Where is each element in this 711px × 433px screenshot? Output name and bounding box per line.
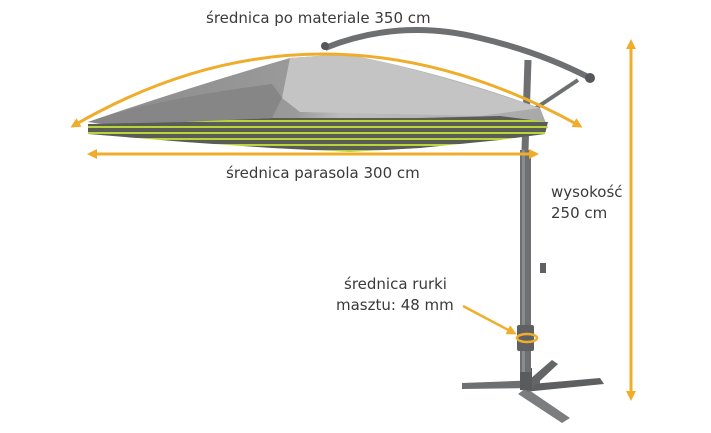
- canopy-material-diameter-label: średnica po materiale 350 cm: [206, 9, 431, 27]
- pole-diameter-pointer: [462, 304, 539, 344]
- mast-pole: [517, 150, 546, 372]
- canopy: [88, 54, 548, 152]
- pole-diameter-label-line2: masztu: 48 mm: [336, 296, 454, 314]
- cross-base: [462, 360, 604, 423]
- height-label-line2: 250 cm: [551, 204, 608, 222]
- height-label-line1: wysokość: [551, 183, 623, 201]
- pole-diameter-label-line1: średnica rurki: [344, 275, 447, 293]
- parasol-diameter-label: średnica parasola 300 cm: [226, 164, 420, 182]
- canopy-material-arc-arrow: [70, 52, 583, 128]
